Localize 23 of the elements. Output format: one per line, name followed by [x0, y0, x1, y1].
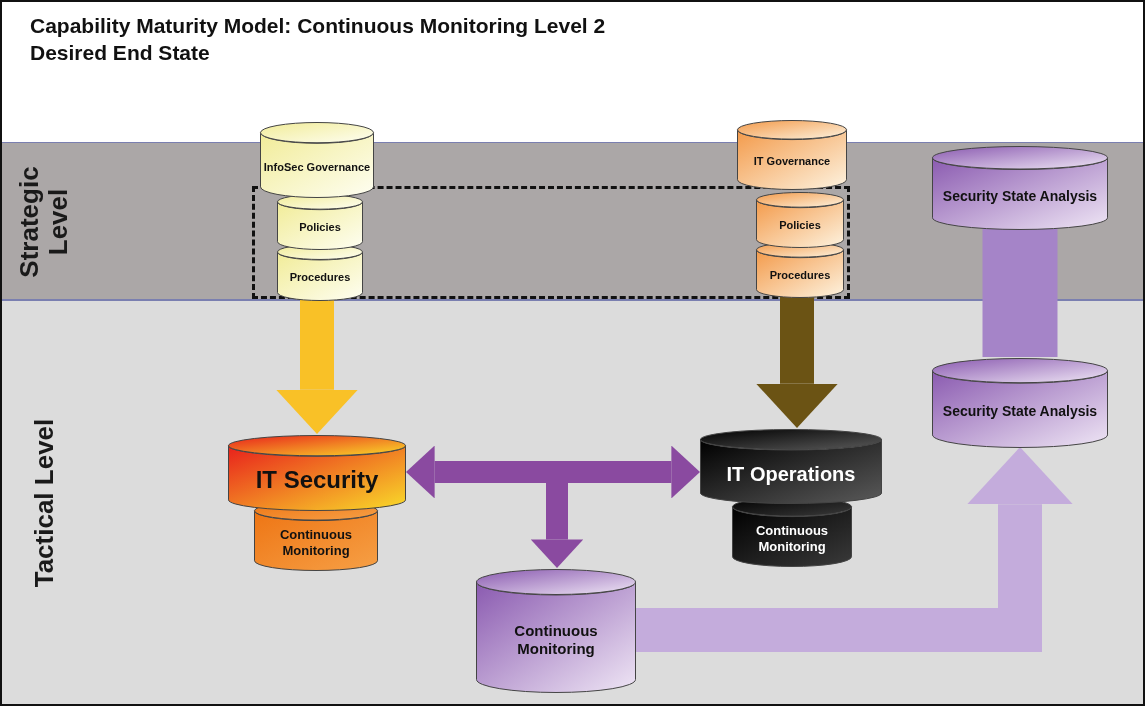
cylinder-label: Continuous Monitoring [278, 527, 354, 559]
cylinder-label: Continuous Monitoring [754, 523, 830, 555]
cylinder-label: Policies [779, 218, 821, 233]
cylinder-label: Procedures [289, 271, 351, 285]
block-arrow [276, 297, 358, 434]
block-arrow [636, 447, 1073, 652]
diagram-title: Capability Maturity Model: Continuous Monitoring Level 2 Desired End State [30, 13, 607, 67]
cylinder-label: Procedures [769, 268, 831, 283]
cylinder-label: Security State Analysis [942, 403, 1098, 421]
block-arrow [756, 294, 838, 428]
cylinder-label: IT Operations [726, 461, 856, 486]
level-band [2, 142, 1143, 300]
block-arrow [406, 445, 700, 499]
cylinder-label: Security State Analysis [942, 187, 1098, 205]
cylinder-label: IT Security [255, 466, 379, 495]
band-label: Tactical Level [29, 417, 59, 590]
cylinder-label: Continuous Monitoring [513, 622, 599, 659]
level-band [2, 300, 1143, 704]
cylinder-label: Policies [299, 220, 341, 235]
band-label: Strategic Level [15, 165, 73, 280]
connector-column [982, 229, 1058, 357]
cylinder-label: IT Governance [753, 155, 831, 169]
cylinder-label: InfoSec Governance [263, 160, 371, 175]
